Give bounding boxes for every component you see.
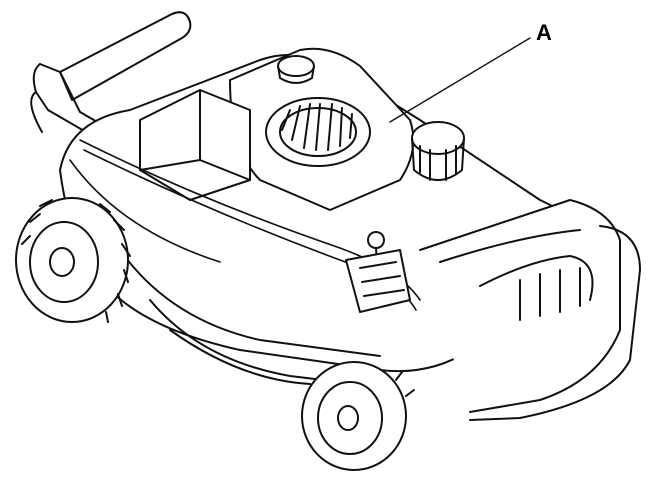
handle-grip	[59, 11, 192, 101]
fuel-cap	[277, 55, 315, 84]
throttle-lever	[345, 231, 411, 313]
rear-wheel	[15, 197, 131, 323]
engine-cover-fins	[265, 97, 371, 167]
front-wheel	[301, 361, 415, 471]
engine	[139, 47, 415, 211]
grass-chute	[419, 199, 641, 421]
callout-leader-line	[389, 37, 531, 123]
oil-cap	[411, 121, 465, 181]
callout-label-a: A	[536, 20, 552, 45]
